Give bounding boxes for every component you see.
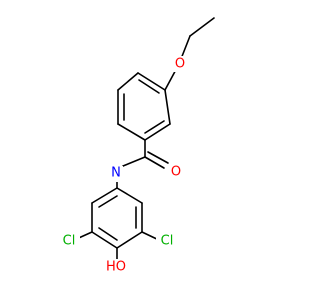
atom-label-o-carbonyl: O xyxy=(171,165,181,180)
bond-ring-top-4 xyxy=(117,123,146,141)
bond-ring-top-inner-3 xyxy=(138,79,160,94)
bond-ring-top-2 xyxy=(164,89,171,125)
label-bg-o-ether xyxy=(172,56,187,72)
bond-ring-low-inner-1 xyxy=(98,195,118,208)
bond-ring-low-inner-2 xyxy=(98,227,118,241)
bond-ring-top-1 xyxy=(137,72,166,91)
bond-carbonyl-o-b xyxy=(147,151,169,164)
bond-ring-top-inner-2 xyxy=(144,120,165,134)
label-bg-hydroxyl xyxy=(103,259,130,275)
bond-ring-low-4 xyxy=(116,231,143,249)
molecule-structure: O O N Cl Cl HO xyxy=(58,17,215,275)
atom-label-n-amide: N xyxy=(111,166,121,181)
bond-ring-low-1 xyxy=(91,187,118,204)
bond-carbonyl-o-a xyxy=(144,156,165,169)
atom-label-set: O O N Cl Cl HO xyxy=(58,56,187,275)
atom-label-o-ether: O xyxy=(175,57,185,72)
label-bg-o-carbonyl xyxy=(169,164,184,180)
bond-ring-low-6 xyxy=(116,187,143,204)
bond-set xyxy=(71,17,215,260)
atom-label-cl-right: Cl xyxy=(161,234,174,249)
label-bg-cl-left xyxy=(58,233,80,249)
atom-label-cl-left: Cl xyxy=(63,234,76,249)
label-bg-n-amide xyxy=(108,166,123,182)
bond-ring-top-3 xyxy=(144,123,171,141)
atom-label-hydroxyl: HO xyxy=(106,260,126,275)
bond-carbonyl-n xyxy=(122,156,146,167)
bond-ring-low-3 xyxy=(91,231,118,249)
label-bg-cl-right xyxy=(156,233,178,249)
bond-ethyl-ch3-ch2 xyxy=(189,17,215,37)
bond-ring-top-6 xyxy=(117,72,139,91)
